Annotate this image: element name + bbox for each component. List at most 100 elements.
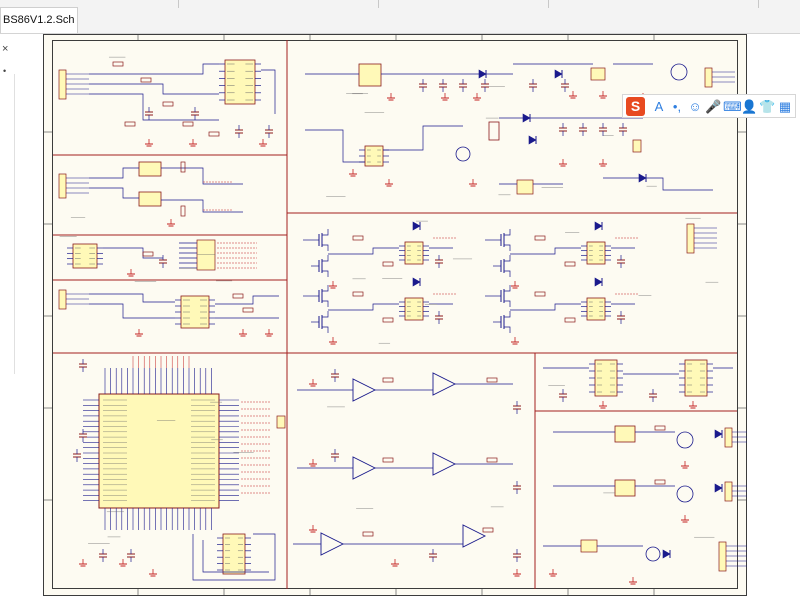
regulator — [358, 63, 382, 87]
diode — [478, 69, 487, 79]
resistor — [140, 77, 152, 83]
connector — [724, 481, 733, 502]
wire — [328, 303, 399, 311]
optocoupler — [580, 539, 598, 553]
wire — [89, 167, 139, 179]
connector — [718, 541, 727, 572]
toolbar-separator — [378, 0, 379, 8]
wire — [504, 270, 511, 277]
resistor — [352, 291, 364, 297]
resistor — [352, 235, 364, 241]
document-tab[interactable]: BS86V1.2.Sch — [0, 7, 78, 33]
resistor — [208, 131, 220, 137]
toolbar-separator — [178, 0, 179, 8]
toolbar-separator — [758, 0, 759, 8]
wire — [504, 255, 511, 262]
resistor — [382, 377, 394, 383]
diode — [594, 221, 603, 231]
wire — [322, 244, 329, 251]
punctuation-icon[interactable]: •, — [672, 99, 682, 114]
diode — [412, 221, 421, 231]
panel-close-icon[interactable]: × — [2, 43, 9, 55]
optocoupler — [138, 161, 162, 177]
resistor — [142, 251, 154, 257]
toolbox-icon[interactable]: ▦ — [778, 99, 792, 114]
resistor — [654, 479, 666, 485]
keyboard-icon[interactable]: ⌨ — [723, 99, 742, 114]
resistor — [242, 307, 254, 313]
connector — [724, 427, 733, 448]
opamp — [432, 452, 457, 476]
ic-chip — [404, 297, 424, 321]
skin-icon[interactable]: 👕 — [759, 99, 776, 114]
wire — [89, 303, 175, 319]
resistor — [382, 261, 394, 267]
connector — [58, 69, 67, 100]
resistor — [362, 531, 374, 537]
diode — [638, 173, 647, 183]
wire — [192, 533, 276, 581]
wire — [202, 540, 269, 573]
transistor — [670, 63, 688, 81]
diode — [714, 429, 723, 439]
wire — [322, 300, 329, 307]
diode — [594, 277, 603, 287]
connector — [686, 223, 695, 254]
diode — [554, 69, 563, 79]
wire — [603, 177, 713, 191]
side-panel-frame — [0, 74, 15, 374]
diode — [662, 549, 671, 559]
wire — [322, 255, 329, 262]
regulator — [516, 179, 534, 195]
resistor — [654, 425, 666, 431]
opamp — [462, 524, 487, 548]
resistor — [486, 377, 498, 383]
wire — [504, 311, 511, 318]
resistor — [486, 457, 498, 463]
wire — [504, 244, 511, 251]
diode — [412, 277, 421, 287]
wire — [161, 199, 243, 213]
schematic-sheet[interactable] — [43, 34, 747, 596]
wire — [322, 229, 329, 236]
wire — [89, 83, 219, 95]
mosfet — [455, 146, 471, 162]
wire — [504, 300, 511, 307]
opamp — [432, 372, 457, 396]
diode — [522, 113, 531, 123]
microphone-icon[interactable]: 🎤 — [705, 99, 722, 114]
emoji-icon[interactable]: ☺ — [688, 99, 702, 114]
wire — [383, 125, 463, 151]
transistor — [645, 546, 661, 562]
resistor — [180, 205, 186, 217]
resistor — [124, 121, 136, 127]
ic-chip — [404, 241, 424, 265]
optocoupler — [614, 479, 636, 497]
connector — [58, 289, 67, 310]
resistor — [232, 293, 244, 299]
resistor — [482, 527, 494, 533]
wire — [89, 93, 219, 121]
side-panel — [0, 34, 15, 600]
transformer — [488, 121, 500, 141]
wire — [322, 311, 329, 318]
resistor — [162, 101, 174, 107]
resistor — [564, 317, 576, 323]
ime-mode-icon[interactable]: A — [654, 99, 664, 114]
ic-chip — [222, 533, 246, 575]
wire — [89, 187, 139, 199]
transistor — [676, 431, 694, 449]
panel-pin-icon[interactable]: • — [3, 66, 7, 76]
optocoupler — [614, 425, 636, 443]
wire — [504, 285, 511, 292]
wire — [161, 167, 243, 185]
user-icon[interactable]: 👤 — [741, 99, 758, 114]
sogou-logo-icon[interactable]: S — [626, 97, 645, 116]
wire — [328, 247, 399, 255]
wire — [510, 303, 581, 311]
diode — [528, 135, 537, 145]
crystal — [276, 415, 286, 429]
resistor — [564, 261, 576, 267]
resistor — [534, 291, 546, 297]
transistor — [676, 485, 694, 503]
